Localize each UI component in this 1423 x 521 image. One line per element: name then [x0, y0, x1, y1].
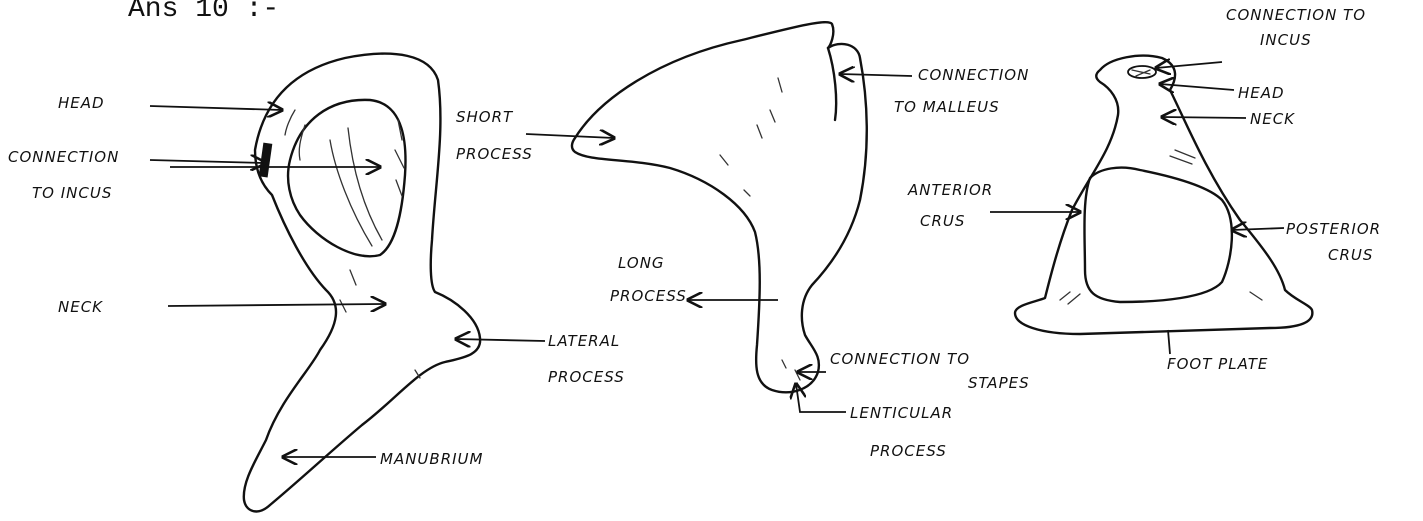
malleus-drawing	[244, 54, 480, 512]
line-foot-plate	[1168, 330, 1170, 354]
label-short-process-line1: SHORT	[456, 108, 514, 126]
label-manubrium: MANUBRIUM	[380, 450, 483, 468]
label-connection-malleus-line2: TO MALLEUS	[894, 98, 1000, 116]
label-malleus-connection-line1: CONNECTION	[8, 148, 119, 166]
arrow-short-process	[526, 134, 614, 138]
arrow-malleus-neck	[168, 304, 385, 306]
label-connection-stapes-line2: STAPES	[968, 374, 1030, 392]
label-foot-plate: FOOT PLATE	[1167, 355, 1268, 373]
arrow-malleus-head	[150, 106, 282, 110]
label-long-process-line2: PROCESS	[610, 287, 687, 305]
incus-facet-mark	[259, 143, 273, 178]
malleus-outline	[244, 54, 480, 512]
arrow-connection-incus	[1156, 62, 1222, 68]
label-stapes-neck: NECK	[1250, 110, 1295, 128]
label-malleus-connection-line2: TO INCUS	[32, 184, 112, 202]
label-lenticular-process-line2: PROCESS	[870, 442, 947, 460]
label-connection-incus-line1: CONNECTION TO	[1226, 6, 1366, 24]
label-short-process-line2: PROCESS	[456, 145, 533, 163]
incus-body-edge	[828, 48, 836, 120]
label-posterior-crus-line1: POSTERIOR	[1286, 220, 1381, 238]
label-lateral-process-line1: LATERAL	[548, 332, 620, 350]
arrow-connection-malleus	[840, 74, 912, 76]
label-anterior-crus-line2: CRUS	[920, 212, 965, 230]
arrow-lateral-process	[456, 339, 545, 341]
label-lenticular-process-line1: LENTICULAR	[850, 404, 953, 422]
label-malleus-head: HEAD	[58, 94, 105, 112]
label-connection-malleus-line1: CONNECTION	[918, 66, 1029, 84]
arrow-stapes-neck	[1162, 117, 1246, 118]
label-malleus-neck: NECK	[58, 298, 103, 316]
label-lateral-process-line2: PROCESS	[548, 368, 625, 386]
arrow-posterior-crus	[1232, 228, 1284, 230]
arrow-malleus-connection	[150, 160, 265, 163]
malleus-head-inner	[288, 100, 405, 256]
label-posterior-crus-line2: CRUS	[1328, 246, 1373, 264]
label-connection-stapes-line1: CONNECTION TO	[830, 350, 970, 368]
label-connection-incus-line2: INCUS	[1260, 31, 1312, 49]
label-long-process-line1: LONG	[618, 254, 665, 272]
label-anterior-crus-line1: ANTERIOR	[907, 181, 993, 199]
stapes-foramen	[1084, 168, 1231, 302]
label-stapes-head: HEAD	[1238, 84, 1285, 102]
